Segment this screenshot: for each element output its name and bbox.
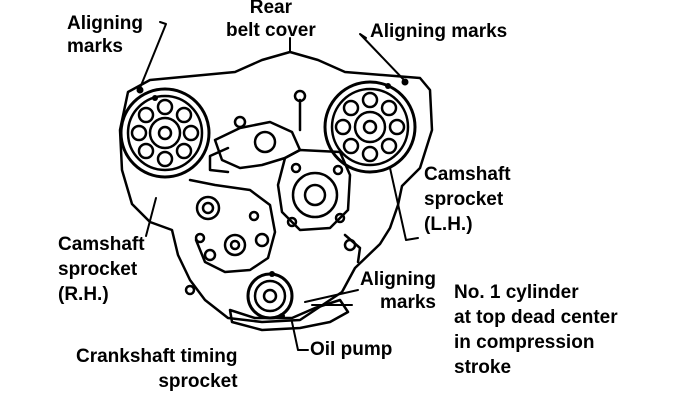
label-aligning-marks-left: Aligning marks — [67, 13, 143, 57]
water-pump — [276, 148, 352, 232]
label-no1-cylinder-note: No. 1 cylinder at top dead center in com… — [454, 282, 618, 378]
label-camshaft-sprocket-rh: Camshaft sprocket (R.H.) — [58, 234, 145, 305]
camshaft-sprocket-lh — [323, 80, 417, 174]
aligning-mark-dots — [136, 78, 409, 319]
label-crankshaft-timing-sprocket: Crankshaft timing sprocket — [76, 346, 238, 392]
crankshaft-timing-sprocket — [246, 272, 294, 320]
label-aligning-marks-right: Aligning marks — [370, 21, 508, 42]
camshaft-sprocket-rh — [119, 87, 211, 179]
belt-tensioner — [208, 89, 307, 174]
leader-lines — [139, 21, 419, 351]
casting-details — [184, 178, 362, 296]
oil-pump-housing — [228, 298, 350, 332]
label-oil-pump: Oil pump — [310, 339, 393, 360]
label-rear-belt-cover: Rear belt cover — [226, 0, 316, 41]
label-aligning-marks-bottom: Aligning marks — [360, 269, 436, 313]
rear-belt-cover-outline — [118, 50, 434, 324]
label-camshaft-sprocket-lh: Camshaft sprocket (L.H.) — [424, 164, 511, 235]
